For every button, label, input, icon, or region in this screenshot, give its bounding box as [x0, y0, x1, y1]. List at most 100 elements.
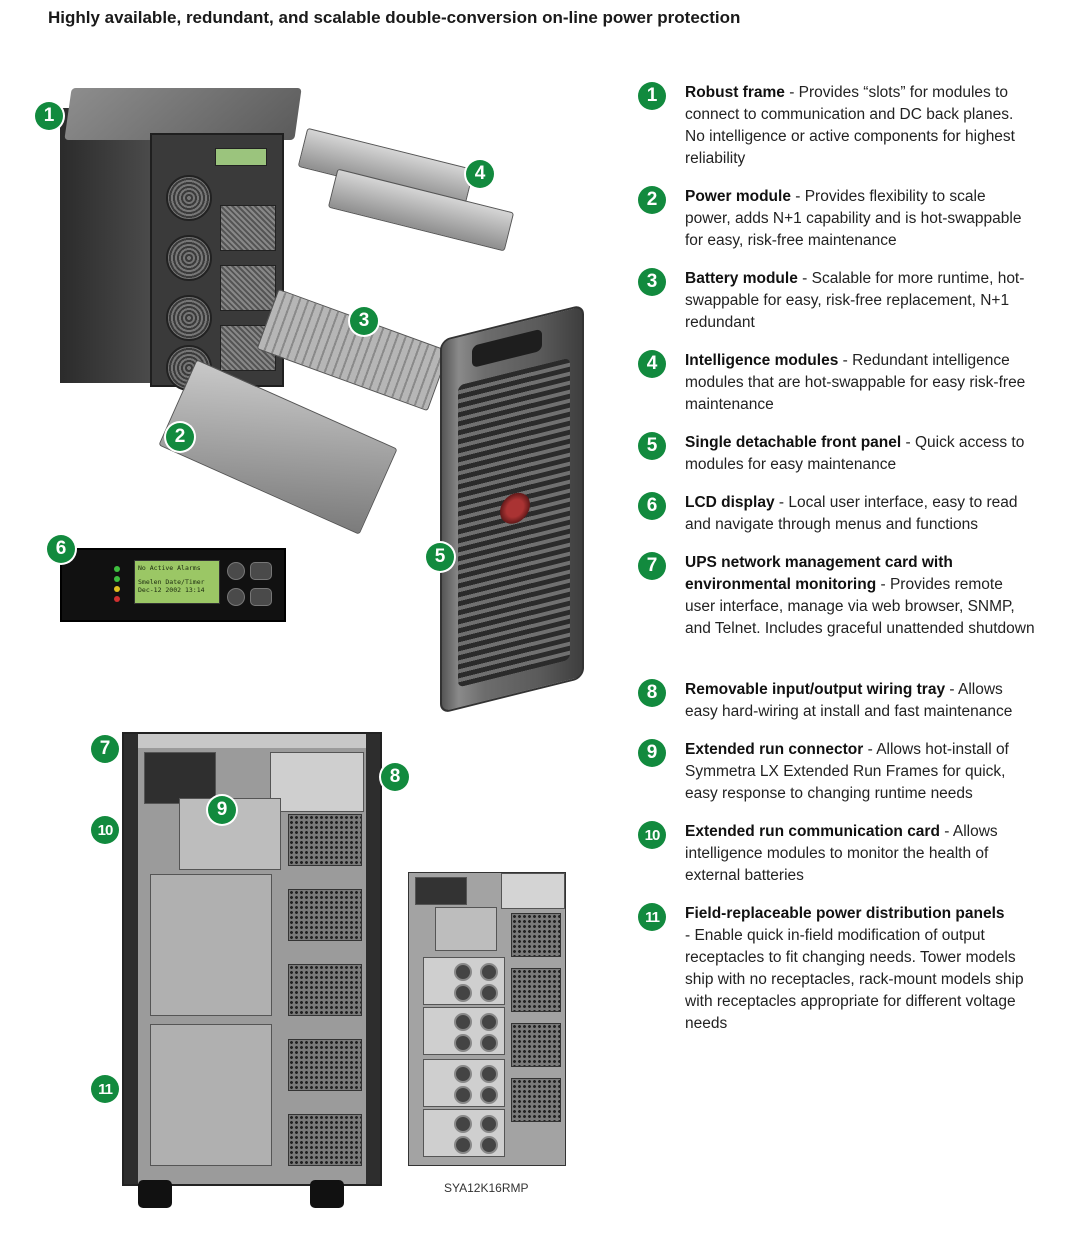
feature-text: Single detachable front panel - Quick ac…: [685, 432, 1035, 476]
number-badge: 3: [638, 268, 666, 296]
rack-outlet-panel: [423, 1007, 505, 1055]
number-badge: 6: [638, 492, 666, 520]
rear-vent: [288, 964, 362, 1016]
feature-description: - Provides “slots” for modules to connec…: [685, 84, 1015, 167]
up-arrow-button-icon: [227, 562, 245, 580]
fan-icon: [166, 175, 212, 221]
callout-badge-3: 3: [350, 307, 378, 335]
lcd-display-closeup: No Active Alarms Smelen Date/Timer Dec-1…: [60, 548, 286, 622]
feature-title: Extended run communication card: [685, 823, 940, 840]
feature-description: - Scalable for more runtime, hot-swappab…: [685, 270, 1025, 331]
feature-title: Single detachable front panel: [685, 434, 902, 451]
wiring-tray: [270, 752, 364, 812]
feature-description: - Quick access to modules for easy maint…: [685, 434, 1025, 473]
number-badge: 7: [638, 552, 666, 580]
rack-model-rear-view: [408, 872, 566, 1166]
number-badge: 2: [638, 186, 666, 214]
outlet-icon: [480, 984, 498, 1002]
feature-title: Power module: [685, 188, 791, 205]
feature-title: Battery module: [685, 270, 798, 287]
ups-rear-view: [122, 732, 382, 1186]
callout-badge-8: 8: [381, 763, 409, 791]
callout-badge-9: 9: [208, 796, 236, 824]
rack-extended-run-plate: [435, 907, 497, 951]
callout-badge-1: 1: [35, 102, 63, 130]
enter-button-icon: [250, 588, 272, 606]
led-green-icon: [114, 576, 120, 582]
feature-title: Extended run connector: [685, 741, 864, 758]
feature-title: UPS network management card with environ…: [685, 554, 953, 593]
outlet-icon: [480, 1034, 498, 1052]
feature-text: Extended run connector - Allows hot-inst…: [685, 739, 1035, 805]
number-badge: 5: [638, 432, 666, 460]
feature-description: - Allows easy hard-wiring at install and…: [685, 681, 1013, 720]
outlet-icon: [454, 1086, 472, 1104]
caster-wheel: [310, 1180, 344, 1208]
number-badge: 1: [638, 82, 666, 110]
rack-outlet-panel: [423, 957, 505, 1005]
down-arrow-button-icon: [227, 588, 245, 606]
network-management-card: [144, 752, 216, 804]
rear-top-cap: [124, 734, 380, 748]
callout-badge-10: 10: [91, 816, 119, 844]
rack-vent: [511, 913, 561, 957]
tower-side-panel: [60, 108, 155, 383]
feature-description: - Provides remote user interface, manage…: [685, 576, 1035, 637]
feature-text: Robust frame - Provides “slots” for modu…: [685, 82, 1035, 170]
model-caption: SYA12K16RMP: [444, 1181, 529, 1195]
rear-vent: [288, 889, 362, 941]
rear-left-side: [124, 734, 138, 1184]
outlet-icon: [454, 1115, 472, 1133]
front-panel-door: [440, 304, 584, 714]
feature-title: Robust frame: [685, 84, 785, 101]
led-green-icon: [114, 566, 120, 572]
page-heading: Highly available, redundant, and scalabl…: [48, 8, 741, 27]
led-yellow-icon: [114, 586, 120, 592]
rack-vent: [511, 968, 561, 1012]
callout-badge-4: 4: [466, 160, 494, 188]
power-distribution-panel-upper: [150, 874, 272, 1016]
esc-button-icon: [250, 562, 272, 580]
feature-text: Removable input/output wiring tray - All…: [685, 679, 1035, 723]
feature-text: UPS network management card with environ…: [685, 552, 1035, 640]
outlet-icon: [454, 1065, 472, 1083]
outlet-icon: [454, 1136, 472, 1154]
outlet-icon: [454, 984, 472, 1002]
rack-vent: [511, 1078, 561, 1122]
outlet-icon: [454, 963, 472, 981]
number-badge: 4: [638, 350, 666, 378]
outlet-icon: [480, 1115, 498, 1133]
feature-description: - Allows hot-install of Symmetra LX Exte…: [685, 741, 1009, 802]
number-badge: 8: [638, 679, 666, 707]
outlet-icon: [480, 1065, 498, 1083]
feature-text: Field-replaceable power distribution pan…: [685, 903, 1035, 1035]
rack-vent: [511, 1023, 561, 1067]
door-handle: [472, 328, 542, 369]
feature-text: Power module - Provides flexibility to s…: [685, 186, 1035, 252]
led-red-icon: [114, 596, 120, 602]
callout-badge-11: 11: [91, 1075, 119, 1103]
fan-icon: [166, 235, 212, 281]
power-distribution-panel-lower: [150, 1024, 272, 1166]
rack-wiring-tray: [501, 873, 565, 909]
feature-text: Extended run communication card - Allows…: [685, 821, 1035, 887]
rear-right-side: [366, 734, 380, 1184]
callout-badge-6: 6: [47, 535, 75, 563]
lcd-line-3: Dec-12 2002 13:14: [138, 586, 205, 594]
outlet-icon: [480, 1013, 498, 1031]
feature-title: LCD display: [685, 494, 775, 511]
feature-text: LCD display - Local user interface, easy…: [685, 492, 1035, 536]
tower-lcd-window: [215, 148, 267, 166]
number-badge: 10: [638, 821, 666, 849]
rack-outlet-panel: [423, 1059, 505, 1107]
callout-badge-7: 7: [91, 735, 119, 763]
outlet-icon: [454, 1034, 472, 1052]
fan-icon: [166, 295, 212, 341]
feature-description: - Enable quick in-field modification of …: [685, 927, 1024, 1032]
feature-title: Intelligence modules: [685, 352, 839, 369]
rear-vent: [288, 1039, 362, 1091]
module-slot: [220, 205, 276, 251]
rack-network-card: [415, 877, 467, 905]
feature-text: Intelligence modules - Redundant intelli…: [685, 350, 1035, 416]
rear-vent: [288, 1114, 362, 1166]
